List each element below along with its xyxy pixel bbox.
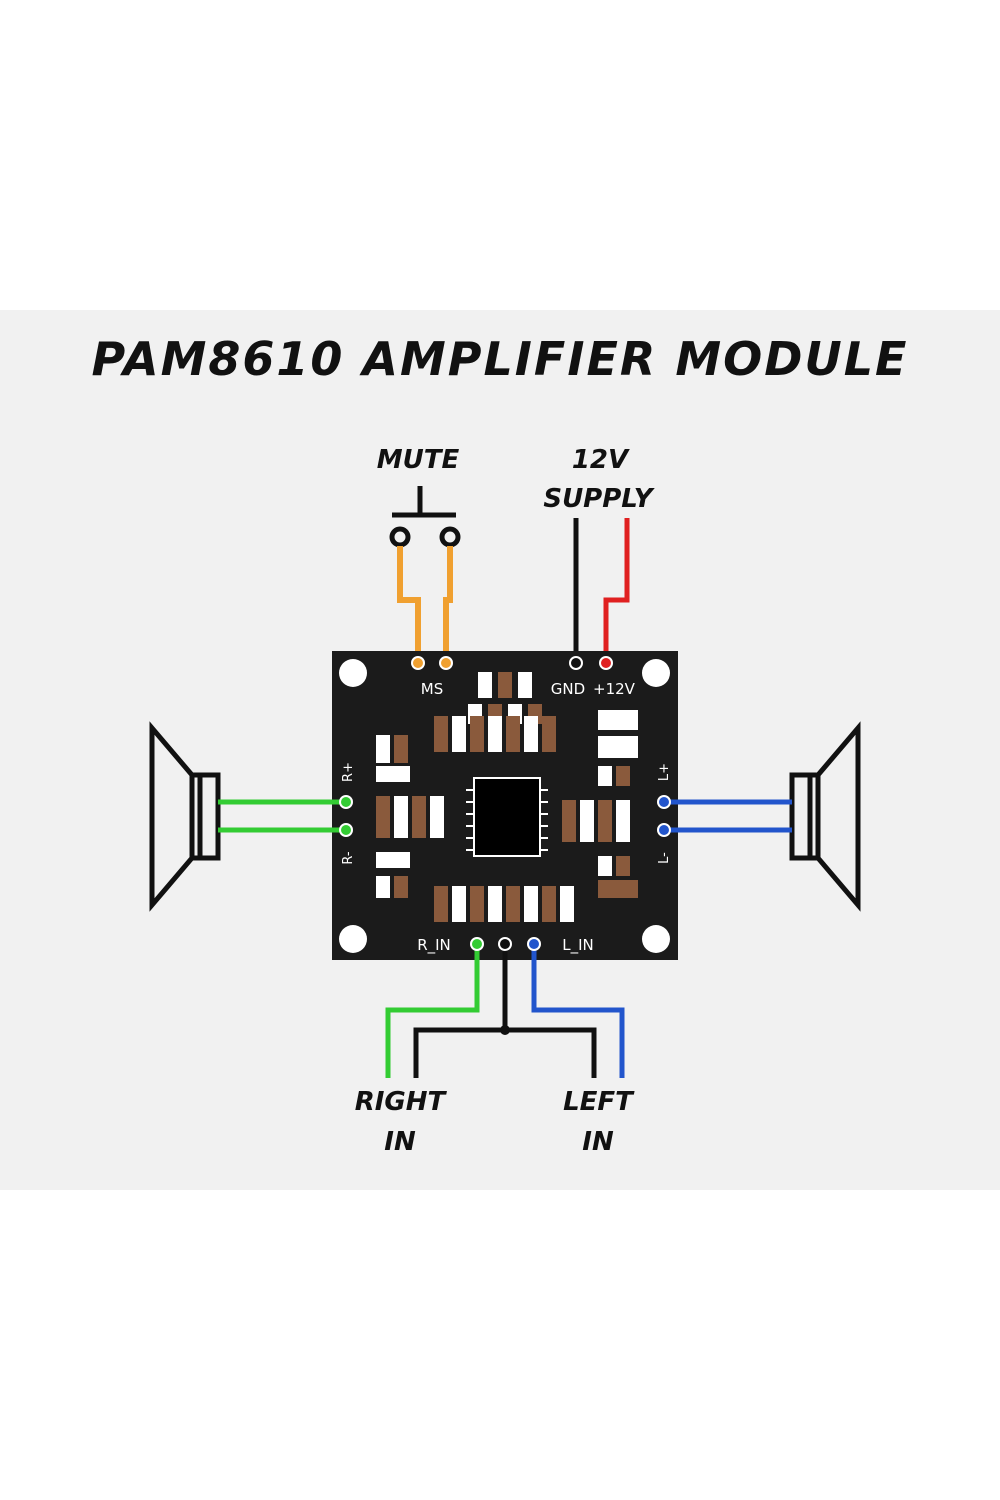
pcb-label-gnd: GND — [551, 680, 585, 698]
mute-label: MUTE — [377, 445, 460, 475]
smd-components — [376, 672, 638, 922]
speaker-output-pins — [339, 795, 671, 837]
right-in-label-line2: IN — [384, 1127, 416, 1157]
ground-junction — [500, 1025, 510, 1035]
supply-positive-wire — [603, 518, 630, 665]
mounting-holes — [339, 659, 670, 953]
pcb-label-plus12v: +12V — [593, 680, 636, 698]
right-in-wire — [385, 944, 480, 1078]
supply-pins — [569, 656, 613, 670]
pcb-label-l-minus: L- — [657, 852, 672, 864]
right-speaker-wires — [218, 799, 346, 833]
pcb-label-r-plus: R+ — [341, 762, 356, 782]
mute-wires — [397, 546, 453, 665]
input-pins — [470, 937, 541, 951]
left-in-label-line2: IN — [582, 1127, 614, 1157]
left-speaker-wires — [664, 799, 792, 833]
pcb-label-l-in: L_IN — [562, 936, 594, 955]
ic-pins — [466, 789, 548, 851]
push-button-icon — [389, 486, 461, 548]
left-in-wire — [531, 944, 625, 1078]
pcb-label-r-minus: R- — [341, 851, 356, 865]
speaker-right-icon — [789, 721, 861, 912]
speaker-left-icon — [149, 721, 221, 912]
supply-label-line1: 12V — [572, 445, 630, 475]
right-in-label-line1: RIGHT — [355, 1087, 448, 1117]
pcb-label-r-in: R_IN — [417, 936, 451, 955]
supply-label-line2: SUPPLY — [543, 484, 655, 514]
ic-chip-icon — [473, 777, 541, 857]
pcb-label-ms: MS — [421, 680, 443, 698]
ms-pins — [411, 656, 453, 670]
left-in-label-line1: LEFT — [563, 1087, 635, 1117]
pcb-label-l-plus: L+ — [657, 763, 672, 781]
diagram-title: PAM8610 AMPLIFIER MODULE — [92, 332, 909, 386]
